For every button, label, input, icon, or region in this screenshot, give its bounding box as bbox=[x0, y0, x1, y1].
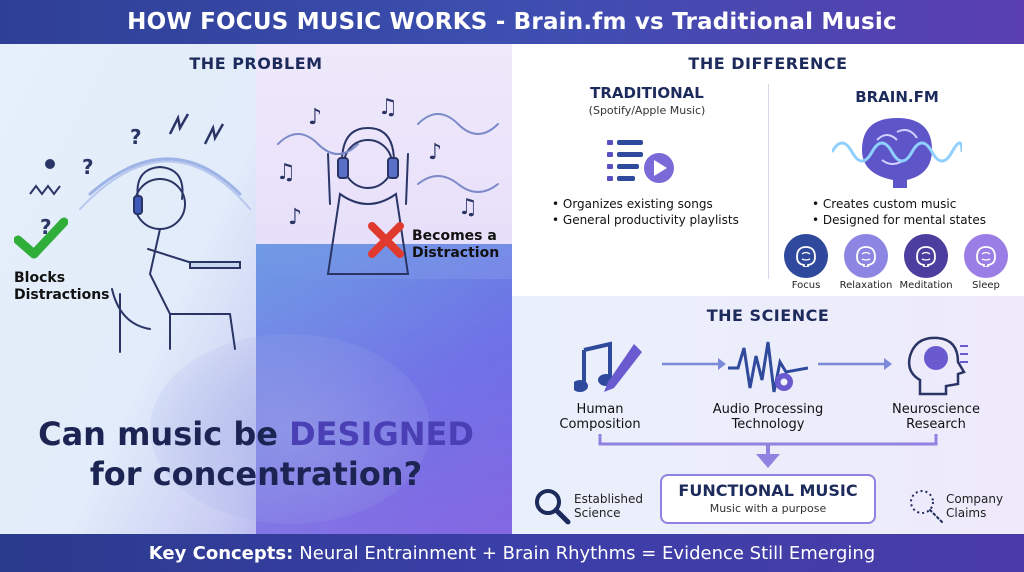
page-title: HOW FOCUS MUSIC WORKS - Brain.fm vs Trad… bbox=[127, 9, 897, 35]
key-concepts-bar: Key Concepts: Neural Entrainment + Brain… bbox=[0, 534, 1024, 572]
focused-person-illustration: ??? bbox=[29, 113, 251, 353]
brainfm-bullet-2: • Designed for mental states bbox=[812, 213, 986, 227]
left-note-line-2: Science bbox=[574, 506, 621, 520]
state-meditation-icon bbox=[904, 234, 948, 278]
traditional-heading: TRADITIONAL bbox=[590, 84, 704, 102]
traditional-subheading: (Spotify/Apple Music) bbox=[588, 104, 706, 117]
svg-text:♫: ♫ bbox=[458, 195, 478, 220]
traditional-bullet-2: • General productivity playlists bbox=[552, 213, 739, 227]
title-banner: HOW FOCUS MUSIC WORKS - Brain.fm vs Trad… bbox=[0, 0, 1024, 44]
brainfm-heading: BRAIN.FM bbox=[855, 88, 939, 106]
becomes-distraction-label: Becomes a Distraction bbox=[412, 228, 508, 262]
difference-panel: THE DIFFERENCE TRADITIONAL (Spotify/Appl… bbox=[512, 44, 1024, 296]
traditional-bullets: • Organizes existing songs • General pro… bbox=[552, 196, 762, 228]
dotted-magnifier-icon bbox=[910, 490, 943, 523]
column-divider bbox=[768, 84, 769, 279]
svg-text:♪: ♪ bbox=[308, 105, 322, 130]
brainfm-bullets: • Creates custom music • Designed for me… bbox=[812, 196, 1012, 228]
music-pencil-icon bbox=[574, 341, 642, 392]
state-relaxation-icon bbox=[844, 234, 888, 278]
step-1-line-2: Composition bbox=[559, 417, 641, 432]
svg-text:♫: ♫ bbox=[378, 95, 398, 120]
step-neuroscience-research: Neuroscience Research bbox=[874, 402, 998, 432]
question-part-1: Can music be bbox=[38, 415, 290, 453]
functional-music-box: FUNCTIONAL MUSIC Music with a purpose bbox=[660, 474, 876, 524]
science-panel: THE SCIENCE Human Composition Audio Proc… bbox=[512, 296, 1024, 534]
cross-icon bbox=[368, 222, 404, 258]
functional-music-title: FUNCTIONAL MUSIC bbox=[678, 481, 858, 500]
problem-panel: THE PROBLEM ??? Blocks Distractions bbox=[0, 44, 512, 534]
left-note-line-1: Established bbox=[574, 492, 644, 506]
svg-text:♪: ♪ bbox=[428, 140, 442, 165]
problem-title: THE PROBLEM bbox=[189, 54, 323, 73]
traditional-bullet-1: • Organizes existing songs bbox=[552, 197, 713, 211]
established-science-label: Established Science bbox=[574, 492, 643, 520]
magnifier-icon bbox=[535, 489, 571, 525]
bad-label-text: Becomes a Distraction bbox=[412, 228, 500, 261]
brain-wave-icon bbox=[832, 118, 962, 188]
svg-text:?: ? bbox=[130, 125, 142, 149]
company-claims-label: Company Claims bbox=[946, 492, 1003, 520]
head-brain-icon bbox=[907, 336, 968, 396]
step-3-line-2: Research bbox=[906, 417, 966, 432]
difference-title: THE DIFFERENCE bbox=[688, 54, 848, 73]
key-concepts-label: Key Concepts: bbox=[148, 542, 294, 564]
key-concepts-text: Neural Entrainment + Brain Rhythms = Evi… bbox=[299, 542, 876, 564]
state-label: Focus bbox=[791, 280, 821, 291]
blocks-distractions-label: Blocks Distractions bbox=[14, 270, 124, 304]
glow-shape bbox=[150, 334, 430, 524]
step-2-line-1: Audio Processing bbox=[712, 402, 824, 417]
checkmark-icon bbox=[14, 217, 68, 259]
waveform-gear-icon bbox=[728, 341, 808, 393]
right-note-line-1: Company bbox=[946, 492, 1004, 506]
state-focus-icon bbox=[784, 234, 828, 278]
right-note-line-2: Claims bbox=[946, 506, 987, 520]
step-2-line-2: Technology bbox=[731, 417, 805, 432]
functional-music-subtitle: Music with a purpose bbox=[709, 502, 827, 515]
svg-text:♫: ♫ bbox=[276, 160, 296, 185]
question-part-2: for concentration? bbox=[89, 455, 423, 493]
step-audio-processing: Audio Processing Technology bbox=[696, 402, 840, 432]
state-sleep-icon bbox=[964, 234, 1008, 278]
state-label: Sleep bbox=[972, 280, 1000, 291]
svg-text:?: ? bbox=[40, 215, 52, 239]
science-title: THE SCIENCE bbox=[706, 306, 830, 325]
state-label: Meditation bbox=[899, 280, 953, 291]
playlist-icon bbox=[607, 140, 674, 183]
step-human-composition: Human Composition bbox=[540, 402, 660, 432]
distracted-person-illustration: ♫ ♪ ♫ ♪ ♫ ♪ bbox=[276, 95, 499, 275]
state-label: Relaxation bbox=[839, 280, 893, 291]
question-highlight: DESIGNED bbox=[289, 415, 474, 453]
brainfm-bullet-1: • Creates custom music bbox=[812, 197, 957, 211]
step-1-line-1: Human bbox=[576, 402, 624, 417]
key-question: Can music be DESIGNED for concentration? bbox=[0, 414, 512, 494]
step-3-line-1: Neuroscience bbox=[892, 402, 980, 417]
flow-arrows bbox=[598, 358, 938, 468]
svg-text:?: ? bbox=[82, 155, 94, 179]
good-label-text: Blocks Distractions bbox=[14, 270, 110, 303]
svg-text:♪: ♪ bbox=[288, 205, 302, 230]
